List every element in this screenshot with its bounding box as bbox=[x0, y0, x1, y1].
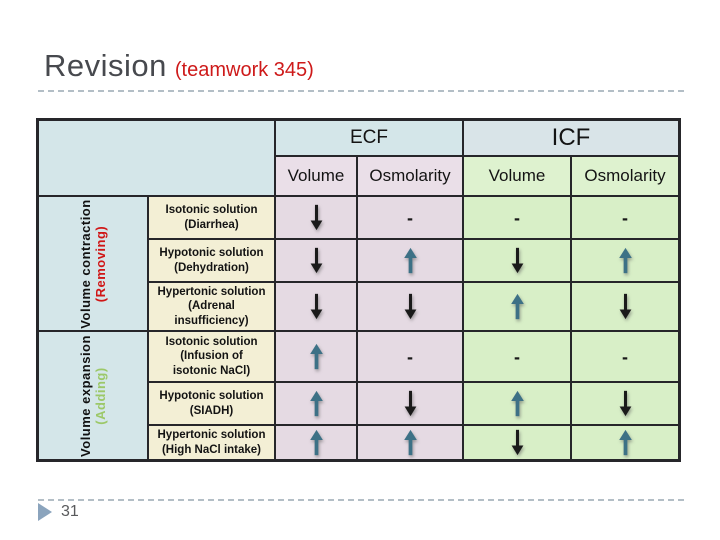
page-title: Revision bbox=[44, 48, 167, 83]
down-arrow-icon bbox=[402, 390, 419, 417]
ecf-volume-header: Volume bbox=[276, 157, 356, 195]
solution-label: Hypotonic solution(Dehydration) bbox=[149, 240, 274, 281]
ecf-osmolarity-cell: - bbox=[358, 197, 462, 238]
ecf-volume-cell bbox=[276, 383, 356, 424]
ecf-volume-cell bbox=[276, 240, 356, 281]
slide-header: Revision (teamwork 345) bbox=[44, 48, 314, 84]
solution-detail: (SIADH) bbox=[189, 404, 234, 417]
volume-contraction-label: Volume contraction (Removing) bbox=[78, 198, 108, 329]
down-arrow-icon bbox=[308, 293, 325, 320]
down-arrow-icon bbox=[509, 247, 526, 274]
solution-name: Isotonic solution bbox=[165, 335, 258, 348]
icf-osmolarity-cell bbox=[572, 426, 678, 459]
no-change-dash: - bbox=[514, 346, 520, 367]
page-title-annotation: (teamwork 345) bbox=[174, 59, 314, 81]
solution-name: Hypotonic solution bbox=[159, 247, 264, 260]
volume-expansion-label: Volume expansion (Adding) bbox=[78, 334, 108, 457]
down-arrow-icon bbox=[509, 429, 526, 456]
up-arrow-icon bbox=[308, 343, 325, 370]
up-arrow-icon bbox=[509, 390, 526, 417]
ecf-volume-cell bbox=[276, 283, 356, 330]
no-change-dash: - bbox=[622, 346, 628, 367]
adding-label: (Adding) bbox=[93, 366, 108, 425]
up-arrow-icon bbox=[617, 247, 634, 274]
page-number: 31 bbox=[61, 503, 79, 520]
ecf-osmolarity-cell bbox=[358, 240, 462, 281]
no-change-dash: - bbox=[407, 346, 413, 367]
down-arrow-icon bbox=[402, 293, 419, 320]
icf-volume-cell bbox=[464, 426, 570, 459]
icf-volume-cell bbox=[464, 383, 570, 424]
ecf-volume-cell bbox=[276, 197, 356, 238]
solution-label: Hypertonic solution (Adrenal insufficienc… bbox=[149, 283, 274, 330]
ecf-osmolarity-cell bbox=[358, 426, 462, 459]
ecf-volume-cell bbox=[276, 332, 356, 381]
no-change-dash: - bbox=[407, 207, 413, 228]
up-arrow-icon bbox=[509, 293, 526, 320]
page-number-bullet-icon bbox=[38, 503, 52, 521]
footer-divider bbox=[38, 499, 684, 501]
table-corner-cell bbox=[39, 121, 274, 195]
icf-volume-cell bbox=[464, 283, 570, 330]
row-group-volume-contraction: Volume contraction (Removing) bbox=[39, 197, 147, 330]
solution-label: Isotonic solution(Diarrhea) bbox=[149, 197, 274, 238]
icf-volume-cell: - bbox=[464, 332, 570, 381]
up-arrow-icon bbox=[617, 429, 634, 456]
down-arrow-icon bbox=[308, 247, 325, 274]
solution-name: Hypertonic solution bbox=[157, 285, 266, 298]
solution-detail: (Adrenal insufficiency) bbox=[174, 300, 249, 327]
ecf-osmolarity-header: Osmolarity bbox=[358, 157, 462, 195]
ecf-osmolarity-cell bbox=[358, 283, 462, 330]
icf-osmolarity-header: Osmolarity bbox=[572, 157, 678, 195]
down-arrow-icon bbox=[617, 390, 634, 417]
row-group-volume-expansion: Volume expansion (Adding) bbox=[39, 332, 147, 459]
fluid-shift-table: ECF ICF Volume Osmolarity Volume Osmolar… bbox=[36, 118, 681, 462]
solution-label: Isotonic solution (Infusion of isotonic N… bbox=[149, 332, 274, 381]
icf-osmolarity-cell: - bbox=[572, 197, 678, 238]
ecf-osmolarity-cell: - bbox=[358, 332, 462, 381]
up-arrow-icon bbox=[308, 429, 325, 456]
up-arrow-icon bbox=[402, 429, 419, 456]
up-arrow-icon bbox=[402, 247, 419, 274]
icf-osmolarity-cell bbox=[572, 283, 678, 330]
ecf-volume-cell bbox=[276, 426, 356, 459]
no-change-dash: - bbox=[622, 207, 628, 228]
icf-osmolarity-cell bbox=[572, 240, 678, 281]
ecf-osmolarity-cell bbox=[358, 383, 462, 424]
down-arrow-icon bbox=[308, 204, 325, 231]
removing-label: (Removing) bbox=[93, 225, 108, 302]
title-divider bbox=[38, 90, 684, 92]
solution-detail: (Dehydration) bbox=[174, 261, 249, 274]
solution-name: Hypertonic solution bbox=[157, 429, 266, 442]
slide-footer: 31 bbox=[38, 503, 79, 521]
icf-osmolarity-cell bbox=[572, 383, 678, 424]
ecf-group-header: ECF bbox=[276, 121, 462, 155]
solution-name: Hypotonic solution bbox=[159, 390, 264, 403]
icf-group-header: ICF bbox=[464, 121, 678, 155]
up-arrow-icon bbox=[308, 390, 325, 417]
solution-label: Hypotonic solution(SIADH) bbox=[149, 383, 274, 424]
icf-osmolarity-cell: - bbox=[572, 332, 678, 381]
down-arrow-icon bbox=[617, 293, 634, 320]
solution-label: Hypertonic solution(High NaCl intake) bbox=[149, 426, 274, 459]
solution-detail: (Diarrhea) bbox=[184, 218, 239, 231]
no-change-dash: - bbox=[514, 207, 520, 228]
solution-name: Isotonic solution bbox=[165, 204, 258, 217]
solution-detail: (High NaCl intake) bbox=[161, 443, 262, 456]
solution-detail: (Infusion of isotonic NaCl) bbox=[172, 350, 251, 377]
icf-volume-header: Volume bbox=[464, 157, 570, 195]
icf-volume-cell bbox=[464, 240, 570, 281]
icf-volume-cell: - bbox=[464, 197, 570, 238]
